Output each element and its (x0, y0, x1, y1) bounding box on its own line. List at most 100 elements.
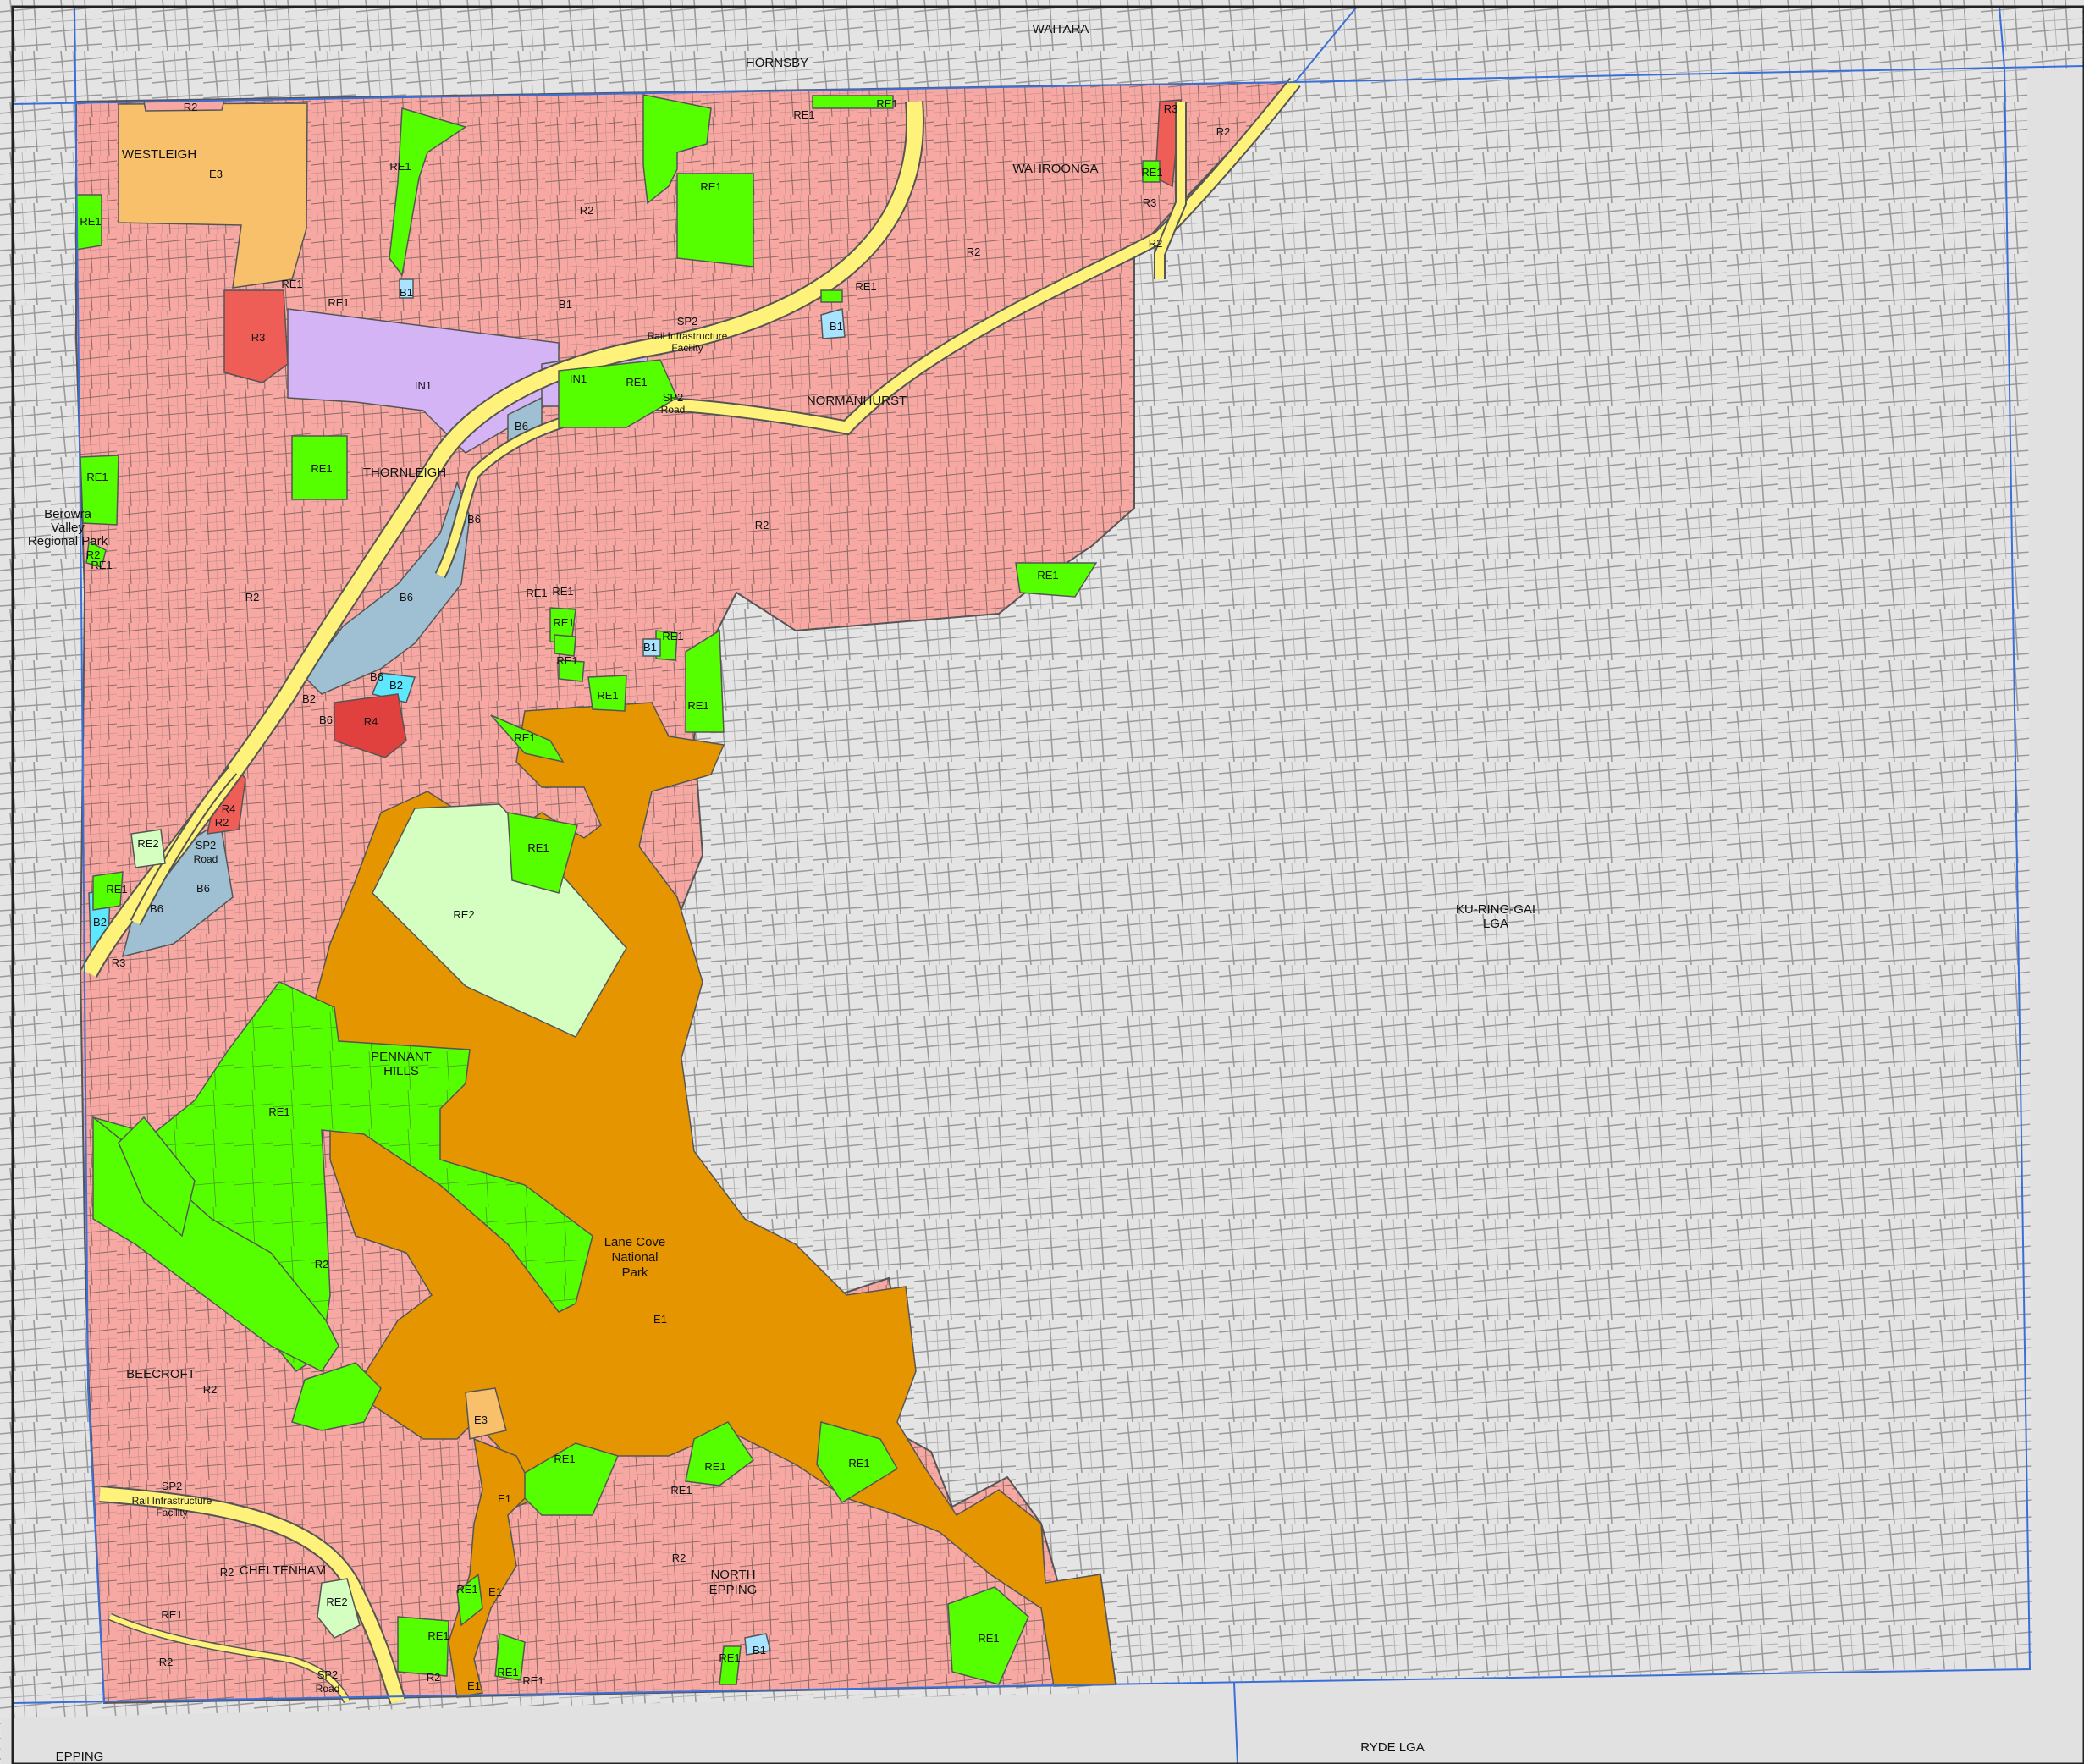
label-rail-facility: Facility (671, 342, 703, 354)
label-b6: B6 (319, 714, 333, 726)
zone-e3-south (465, 1387, 507, 1440)
zone-re2-small (130, 829, 166, 868)
place-berowra-valley: Berowra (44, 507, 92, 521)
place-lane-cove-2: National (611, 1250, 658, 1265)
label-e1: E1 (467, 1679, 481, 1692)
label-re2: RE2 (137, 837, 158, 850)
zone-r3-thornleigh (223, 289, 289, 383)
zone-b1-north-epping (744, 1633, 771, 1656)
zone-r3-wahroonga (1155, 99, 1182, 188)
re1-parks-group (75, 94, 1161, 1685)
label-rail-infrastructure: Rail Infrastructure (648, 330, 728, 342)
label-r2: R2 (967, 245, 981, 258)
label-re1: RE1 (497, 1666, 518, 1679)
label-rail-facility: Facility (156, 1507, 187, 1519)
place-cheltenham: CHELTENHAM (240, 1563, 326, 1578)
place-wahroonga: WAHROONGA (1012, 162, 1098, 176)
label-re1: RE1 (86, 471, 108, 483)
label-b1: B1 (753, 1644, 766, 1657)
label-re1: RE1 (556, 654, 577, 667)
lga-kuringgai: KU-RING-GAI (1456, 902, 1535, 917)
label-sp2: SP2 (196, 839, 217, 852)
label-e3: E3 (474, 1414, 488, 1426)
label-sp2: SP2 (162, 1480, 183, 1492)
label-re1: RE1 (268, 1105, 289, 1118)
label-r2: R2 (1216, 125, 1231, 138)
label-re1: RE1 (161, 1608, 182, 1621)
label-r4: R4 (364, 715, 378, 728)
label-re1: RE1 (670, 1484, 692, 1497)
zone-re1-devlins-creek (291, 1362, 382, 1431)
place-hornsby: HORNSBY (746, 56, 808, 70)
label-re1: RE1 (389, 160, 411, 173)
label-re1: RE1 (700, 180, 721, 193)
label-re1: RE1 (978, 1632, 999, 1645)
label-re1: RE1 (855, 280, 876, 293)
lga-ryde: RYDE LGA (1360, 1740, 1425, 1755)
label-re1: RE1 (626, 376, 647, 389)
label-sp2: SP2 (317, 1668, 339, 1681)
label-r2: R2 (220, 1566, 234, 1579)
label-r2: R2 (755, 519, 769, 532)
label-re1: RE1 (552, 585, 573, 598)
zone-e3-westleigh (118, 102, 308, 289)
label-rail-infrastructure: Rail Infrastructure (132, 1495, 212, 1507)
label-re1: RE1 (793, 108, 814, 121)
label-re2: RE2 (453, 908, 474, 921)
label-re1: RE1 (876, 97, 897, 110)
place-berowra-valley-2: Valley (51, 521, 85, 535)
label-re1: RE1 (553, 616, 574, 629)
label-re1: RE1 (597, 689, 618, 702)
label-b2: B2 (302, 692, 316, 705)
label-r2: R2 (1149, 237, 1163, 250)
label-b1: B1 (559, 298, 572, 311)
place-berowra-valley-3: Regional Park (28, 534, 108, 548)
label-re1: RE1 (106, 883, 127, 896)
label-sp2-road: Road (661, 404, 686, 416)
label-r3: R3 (112, 956, 126, 969)
label-e1: E1 (488, 1585, 502, 1598)
zone-b1-westleigh (399, 278, 414, 299)
label-sp2-road: Road (194, 853, 218, 865)
label-r2: R2 (672, 1552, 686, 1564)
place-pennant-hills: PENNANT (371, 1050, 432, 1064)
label-b6: B6 (370, 670, 383, 683)
label-re1: RE1 (687, 699, 708, 712)
label-e3: E3 (209, 168, 223, 180)
label-b1: B1 (830, 320, 843, 333)
zone-re2-cheltenham (317, 1578, 361, 1639)
label-re1: RE1 (526, 587, 547, 599)
lga-kuringgai-2: LGA (1483, 917, 1508, 931)
label-r3: R3 (251, 331, 266, 344)
label-re1: RE1 (514, 731, 535, 744)
label-b6: B6 (196, 882, 210, 895)
label-b6: B6 (150, 902, 163, 915)
label-sp2: SP2 (663, 391, 684, 404)
label-b1: B1 (643, 641, 657, 653)
label-re1: RE1 (1037, 569, 1058, 582)
label-r3: R3 (1164, 102, 1178, 115)
map-frame (11, 5, 2084, 1764)
zone-re2-golf-course (372, 803, 627, 1038)
label-re1: RE1 (704, 1460, 725, 1473)
label-re1: RE1 (80, 215, 101, 228)
label-r2: R2 (580, 204, 594, 217)
label-b1: B1 (400, 286, 413, 299)
zone-labels: R2 E3 RE1 RE1 RE1 RE1 RE1 RE1 RE1 R2 R2 … (80, 97, 1230, 1695)
label-re1: RE1 (719, 1651, 740, 1664)
place-thornleigh: THORNLEIGH (363, 466, 446, 480)
label-e1: E1 (653, 1313, 667, 1326)
label-re1: RE1 (522, 1674, 543, 1687)
place-lane-cove: Lane Cove (604, 1235, 666, 1249)
label-b6: B6 (467, 513, 481, 526)
zone-re1-beecroft-west (118, 1116, 196, 1238)
place-labels: HORNSBY WAITARA WESTLEIGH WAHROONGA NORM… (28, 22, 1535, 1764)
label-r2: R2 (86, 548, 101, 561)
label-re1: RE1 (1141, 166, 1162, 179)
label-re1: RE1 (281, 278, 302, 290)
label-r2: R2 (427, 1671, 441, 1684)
label-re1: RE1 (554, 1453, 575, 1465)
label-r2: R2 (245, 591, 260, 604)
place-epping: EPPING (56, 1750, 104, 1764)
label-sp2: SP2 (677, 315, 698, 328)
